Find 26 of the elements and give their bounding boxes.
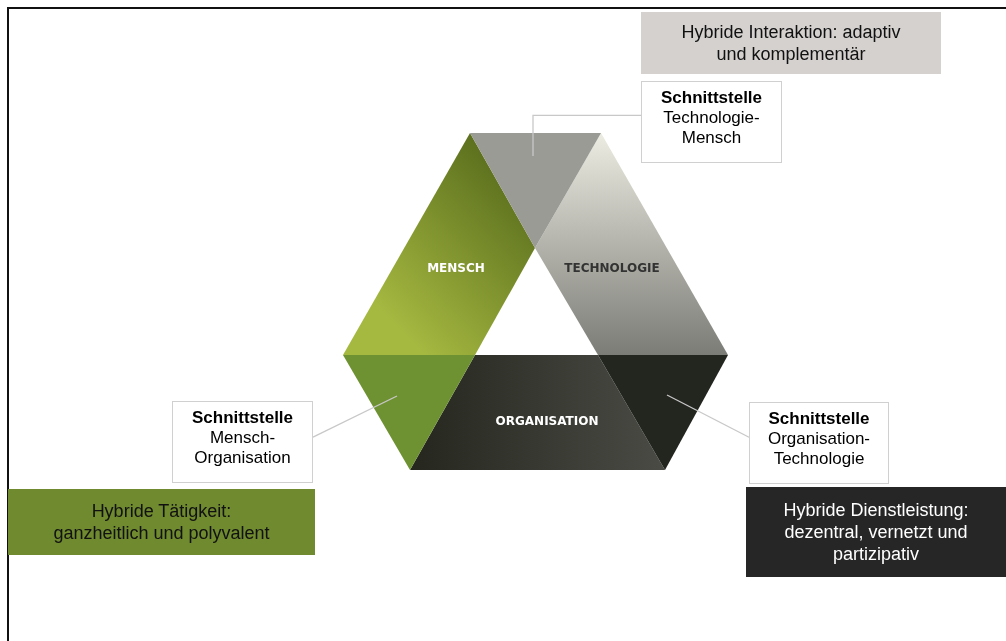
band-label: TECHNOLOGIE — [564, 261, 660, 275]
band-label: MENSCH — [427, 261, 485, 275]
box-text: Hybride Dienstleistung: dezentral, vernetzt und partizipativ — [782, 499, 970, 565]
overlap-triangle — [598, 355, 728, 470]
box-text: Hybride Interaktion: adaptiv und komplementär — [681, 21, 901, 65]
callout-text: Mensch- Organisation — [193, 428, 292, 468]
callout-text: Technologie- Mensch — [662, 108, 761, 148]
text-box — [641, 12, 941, 74]
band-label: ORGANISATION — [495, 414, 599, 428]
callout-box — [749, 402, 889, 484]
leader-line — [666, 394, 750, 438]
band-shape — [410, 355, 665, 470]
leader-line — [312, 395, 398, 438]
callout-text: Organisation- Technologie — [766, 429, 872, 469]
box-text: Hybride Tätigkeit: ganzheitlich und polyvalent — [52, 500, 271, 544]
callout-heading: Schnittstelle — [659, 88, 764, 108]
leader-line — [532, 114, 642, 157]
overlap-triangle — [343, 355, 475, 470]
overlap-triangle — [470, 133, 601, 248]
text-box — [8, 489, 315, 555]
callout-box — [641, 81, 782, 163]
callout-heading: Schnittstelle — [767, 409, 871, 429]
callout-heading: Schnittstelle — [190, 408, 295, 428]
band-shape — [343, 133, 535, 355]
callout-box — [172, 401, 313, 483]
text-box — [746, 487, 1006, 577]
